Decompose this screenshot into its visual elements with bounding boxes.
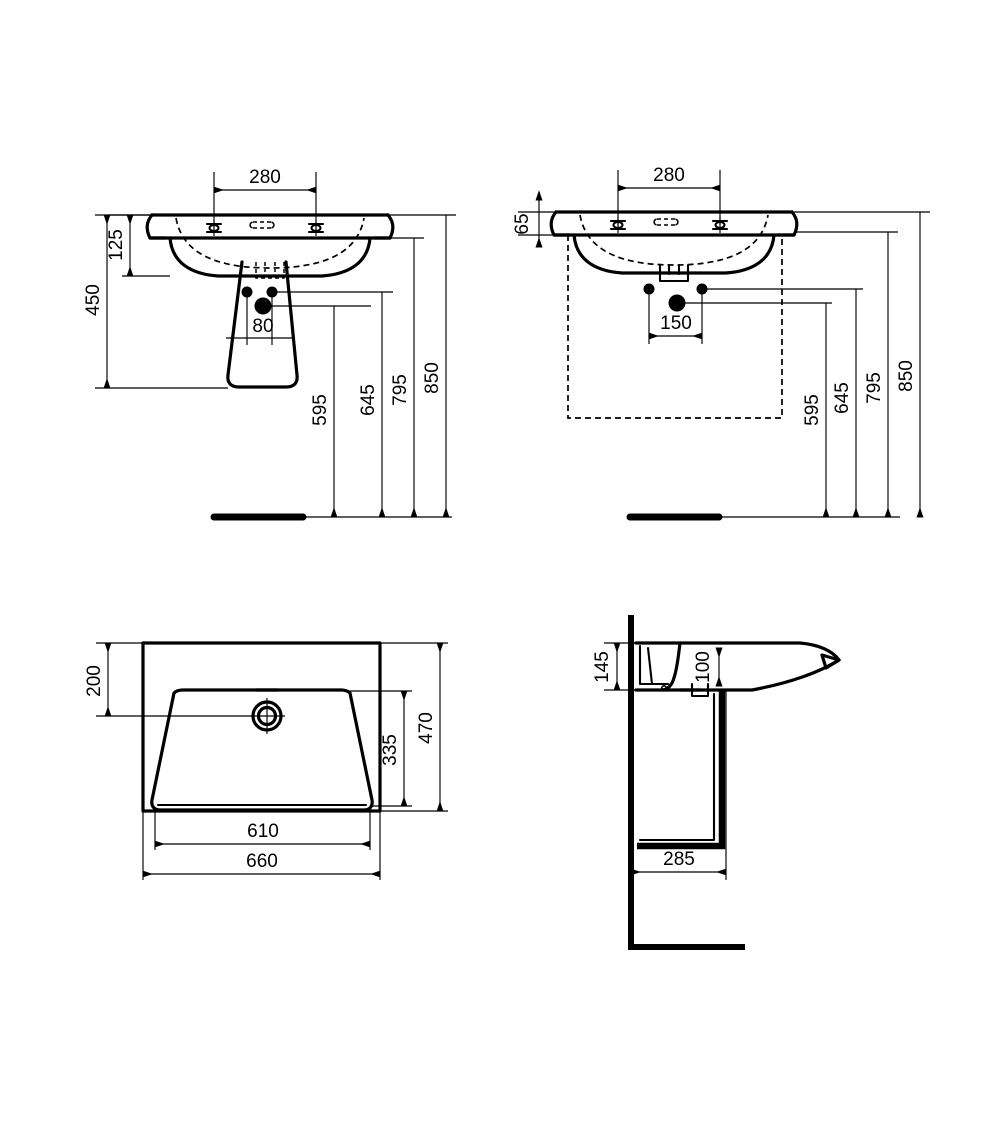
furniture-outline-dashed bbox=[567, 235, 783, 419]
dim-label-795-left: 795 bbox=[390, 374, 411, 406]
dim-label-660: 660 bbox=[246, 851, 278, 872]
dim-610: 610 bbox=[154, 811, 371, 850]
dim-label-335: 335 bbox=[380, 734, 401, 766]
dim-label-150: 150 bbox=[660, 313, 692, 334]
pedestal-outline bbox=[226, 260, 299, 389]
dim-label-645-right: 645 bbox=[832, 382, 853, 414]
view-plan: 200 335 470 610 660 bbox=[84, 641, 448, 880]
dim-label-200: 200 bbox=[84, 665, 105, 697]
dim-label-595-right: 595 bbox=[802, 394, 823, 426]
plan-bowl-outline bbox=[150, 688, 374, 812]
dim-label-470: 470 bbox=[416, 712, 437, 744]
dim-335: 335 bbox=[350, 690, 412, 807]
dim-label-280-left: 280 bbox=[249, 167, 281, 188]
overflow-slot-front-left bbox=[249, 221, 275, 229]
dim-595-left: 595 bbox=[263, 305, 371, 518]
dim-200: 200 bbox=[84, 642, 249, 717]
dim-125: 125 bbox=[106, 214, 170, 277]
dim-645-right: 645 bbox=[702, 288, 863, 518]
view-front-pedestal: 80 280 125 450 bbox=[83, 167, 456, 521]
dim-850-left: 850 bbox=[388, 214, 456, 518]
dim-645-left: 645 bbox=[272, 291, 393, 518]
drain-plan bbox=[249, 698, 285, 734]
dim-470: 470 bbox=[380, 642, 448, 812]
view-front-wallhung: 150 280 65 595 bbox=[512, 165, 930, 521]
dim-280-right: 280 bbox=[617, 165, 721, 225]
support-bracket-side bbox=[637, 690, 726, 850]
dim-850-right: 850 bbox=[792, 211, 930, 518]
dim-285: 285 bbox=[630, 690, 727, 880]
overflow-slot-front-right bbox=[653, 218, 679, 226]
view-side-section: 145 100 285 bbox=[592, 615, 841, 950]
waste-outlet-front-right bbox=[658, 263, 690, 283]
dim-145: 145 bbox=[592, 642, 660, 691]
dim-label-595-left: 595 bbox=[310, 394, 331, 426]
dim-label-610: 610 bbox=[247, 821, 279, 842]
dim-label-145: 145 bbox=[592, 651, 613, 683]
dim-label-795-right: 795 bbox=[864, 372, 885, 404]
dim-label-65: 65 bbox=[512, 213, 533, 234]
dim-label-280-right: 280 bbox=[653, 165, 685, 186]
dim-660: 660 bbox=[142, 811, 381, 880]
basin-profile-side bbox=[634, 641, 841, 698]
connection-points-front-right bbox=[643, 283, 708, 312]
dim-label-80: 80 bbox=[252, 316, 273, 337]
waste-outlet-hidden-front-left bbox=[255, 262, 285, 279]
dim-65: 65 bbox=[512, 190, 570, 248]
basin-outline-front-right bbox=[549, 210, 799, 275]
dim-595-right: 595 bbox=[677, 302, 832, 518]
plan-outer-outline bbox=[141, 641, 382, 813]
dim-label-450: 450 bbox=[83, 284, 104, 316]
dim-label-285: 285 bbox=[663, 849, 695, 870]
dim-450: 450 bbox=[83, 214, 228, 389]
dim-795-right: 795 bbox=[794, 231, 898, 518]
basin-outline-front-left bbox=[145, 213, 395, 278]
dim-100: 100 bbox=[693, 647, 723, 687]
dim-795-left: 795 bbox=[390, 237, 424, 518]
dim-label-850-right: 850 bbox=[896, 360, 917, 392]
dim-label-100: 100 bbox=[693, 651, 714, 683]
dim-label-125: 125 bbox=[106, 229, 127, 261]
dim-280-left: 280 bbox=[213, 167, 317, 228]
dim-label-645-left: 645 bbox=[358, 384, 379, 416]
dim-150: 150 bbox=[648, 289, 703, 344]
dim-label-850-left: 850 bbox=[422, 362, 443, 394]
dim-80: 80 bbox=[226, 292, 293, 345]
